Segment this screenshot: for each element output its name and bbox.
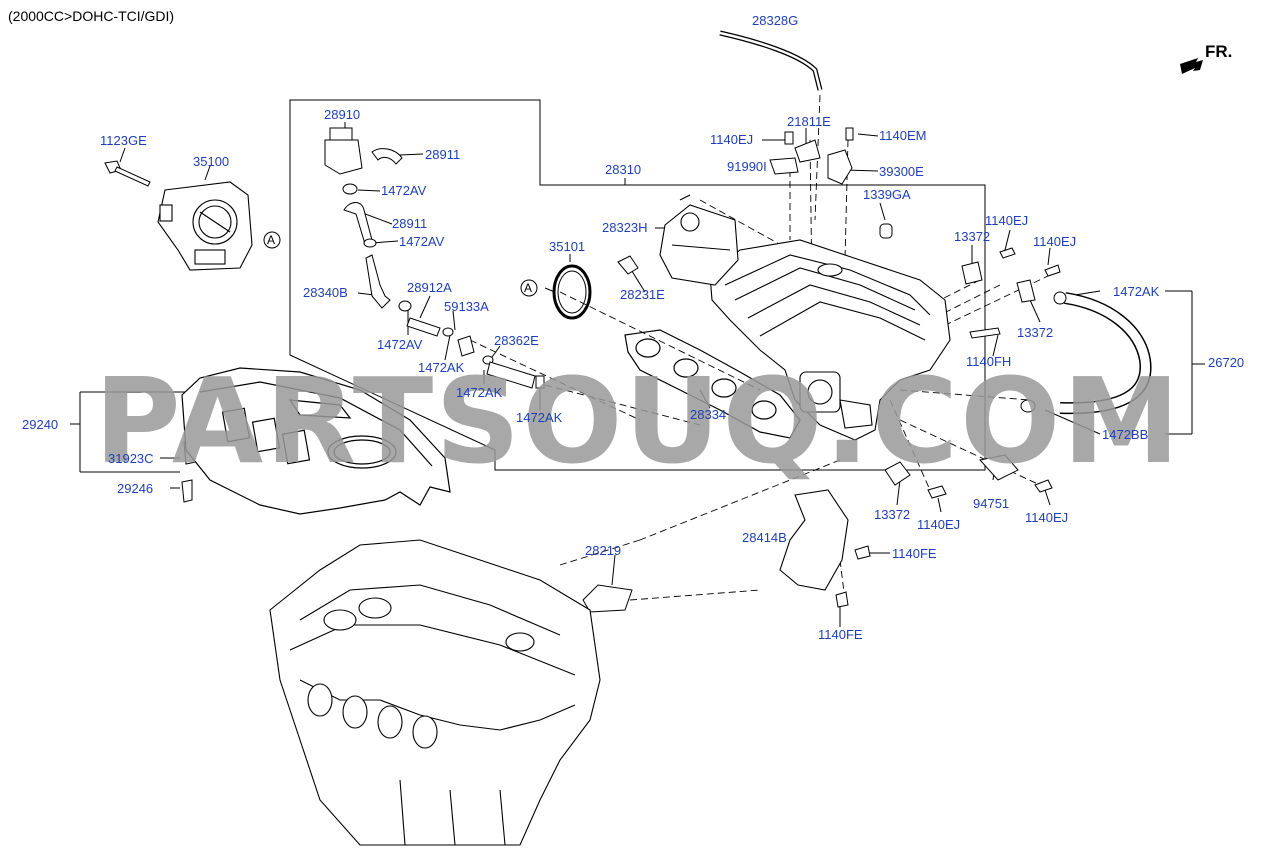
ref-marker-a-left — [263, 231, 281, 249]
callout-91990i[interactable]: 91990I — [727, 159, 767, 174]
callout-1140fe-2[interactable]: 1140FE — [818, 627, 863, 642]
callout-1123ge[interactable]: 1123GE — [100, 133, 147, 148]
callout-1140ej-4[interactable]: 1140EJ — [917, 517, 961, 532]
callout-28310[interactable]: 28310 — [605, 162, 642, 177]
callout-1472av-2[interactable]: 1472AV — [399, 234, 445, 249]
callout-1140em[interactable]: 1140EM — [879, 128, 927, 143]
heat-shield-28219 — [582, 584, 633, 613]
ref-marker-a-right — [520, 279, 538, 297]
callout-35100[interactable]: 35100 — [193, 154, 230, 169]
callout-29246[interactable]: 29246 — [117, 481, 154, 496]
gasket-28334 — [624, 329, 801, 439]
callout-29240[interactable]: 29240 — [22, 417, 59, 432]
callout-28328g[interactable]: 28328G — [752, 13, 799, 28]
callout-1140ej-2[interactable]: 1140EJ — [985, 213, 1029, 228]
watermark: PARTSOUQ.COM — [94, 352, 1182, 490]
callout-28910[interactable]: 28910 — [324, 107, 361, 122]
callout-28912a[interactable]: 28912A — [407, 280, 452, 295]
callout-a-left[interactable]: A — [267, 233, 276, 247]
callout-1140fe-1[interactable]: 1140FE — [892, 546, 937, 561]
cylinder-head — [269, 539, 601, 846]
callout-28219[interactable]: 28219 — [585, 543, 622, 558]
callout-28340b[interactable]: 28340B — [303, 285, 348, 300]
callout-31923c[interactable]: 31923C — [108, 451, 154, 466]
callout-28911-mid[interactable]: 28911 — [392, 216, 428, 231]
callout-28334[interactable]: 28334 — [690, 407, 727, 422]
callout-1472ak-2[interactable]: 1472AK — [456, 385, 503, 400]
callout-1472bb[interactable]: 1472BB — [1102, 427, 1149, 442]
hose-26720 — [1020, 291, 1152, 415]
callout-1472ak-4[interactable]: 1472AK — [1113, 284, 1160, 299]
sensor-bracket-21811e — [769, 127, 893, 239]
intake-manifold-28310 — [709, 239, 951, 441]
callout-28911-top[interactable]: 28911 — [425, 147, 461, 162]
callout-28414b[interactable]: 28414B — [742, 530, 787, 545]
callout-1472av-1[interactable]: 1472AV — [381, 183, 427, 198]
callout-59133a[interactable]: 59133A — [444, 299, 489, 314]
callout-1339ga[interactable]: 1339GA — [863, 187, 911, 202]
callout-13372-3[interactable]: 13372 — [874, 507, 911, 522]
front-direction-arrow — [1180, 58, 1203, 74]
callout-1472ak-3[interactable]: 1472AK — [516, 410, 563, 425]
callout-28231e[interactable]: 28231E — [620, 287, 665, 302]
throttle-body-35100 — [157, 181, 253, 271]
callout-35101[interactable]: 35101 — [549, 239, 586, 254]
callout-a-right[interactable]: A — [524, 281, 533, 295]
bracket-28414b — [779, 489, 849, 591]
callout-1140ej-5[interactable]: 1140EJ — [1025, 510, 1069, 525]
callout-28362e[interactable]: 28362E — [494, 333, 539, 348]
callout-1140ej-1[interactable]: 1140EJ — [710, 132, 754, 147]
callout-39300e[interactable]: 39300E — [879, 164, 924, 179]
callout-1140ej-3[interactable]: 1140EJ — [1033, 234, 1077, 249]
callout-1472ak-1[interactable]: 1472AK — [418, 360, 465, 375]
callout-1140fh[interactable]: 1140FH — [966, 354, 1012, 369]
callout-21811e[interactable]: 21811E — [787, 114, 831, 129]
variant-header: (2000CC>DOHC-TCI/GDI) — [8, 8, 175, 24]
callout-28323h[interactable]: 28323H — [602, 220, 648, 235]
purge-valve-28910 — [324, 127, 545, 389]
callout-13372-2[interactable]: 13372 — [1017, 325, 1054, 340]
callout-1472av-3[interactable]: 1472AV — [377, 337, 423, 352]
assembly-boundary-28310 — [289, 99, 986, 471]
gasket-ring-35101 — [552, 264, 592, 320]
callout-94751[interactable]: 94751 — [973, 496, 1010, 511]
actuator-28323h — [659, 194, 739, 286]
front-orientation-label: FR. — [1205, 42, 1233, 61]
callout-13372-1[interactable]: 13372 — [954, 229, 991, 244]
callout-26720[interactable]: 26720 — [1208, 355, 1245, 370]
clip-28231e — [617, 255, 639, 275]
bolt-1123ge — [104, 160, 151, 187]
engine-cover-29240 — [181, 367, 451, 515]
